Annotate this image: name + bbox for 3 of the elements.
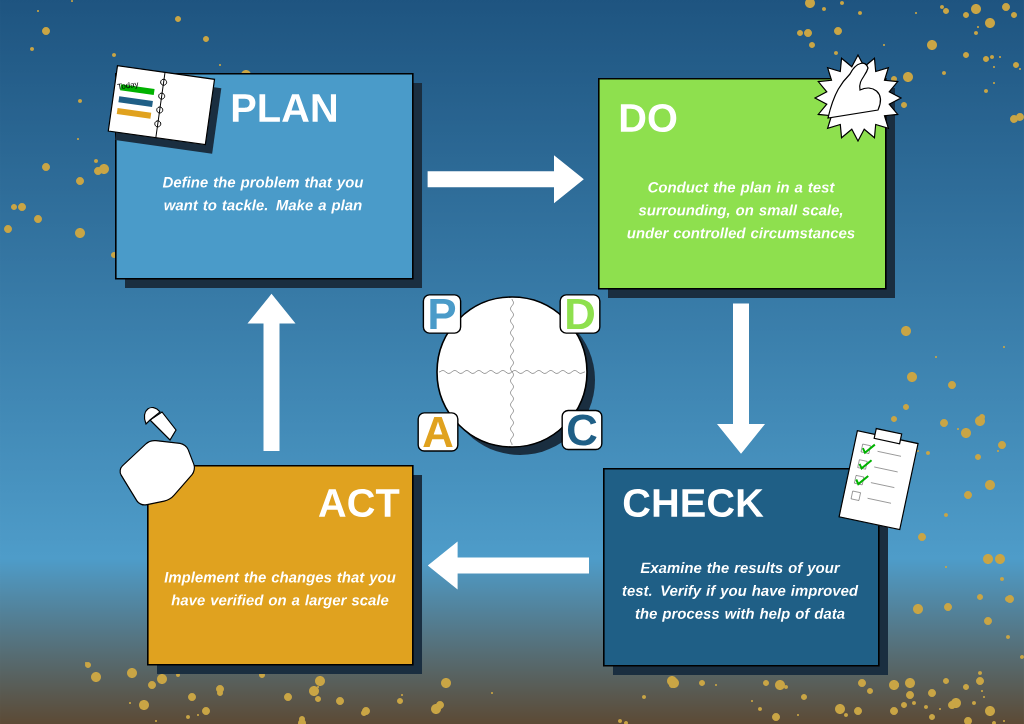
process-box: DO Conduct the plan in a test surrounding, on small scale, under controlled circumstances [598,78,895,298]
process-box: CHECK Examine the results of your test. Verify if you have improved the process with help of data [603,468,888,675]
process-box: ACT Implement the changes that you have verified on a larger scale [147,465,422,674]
